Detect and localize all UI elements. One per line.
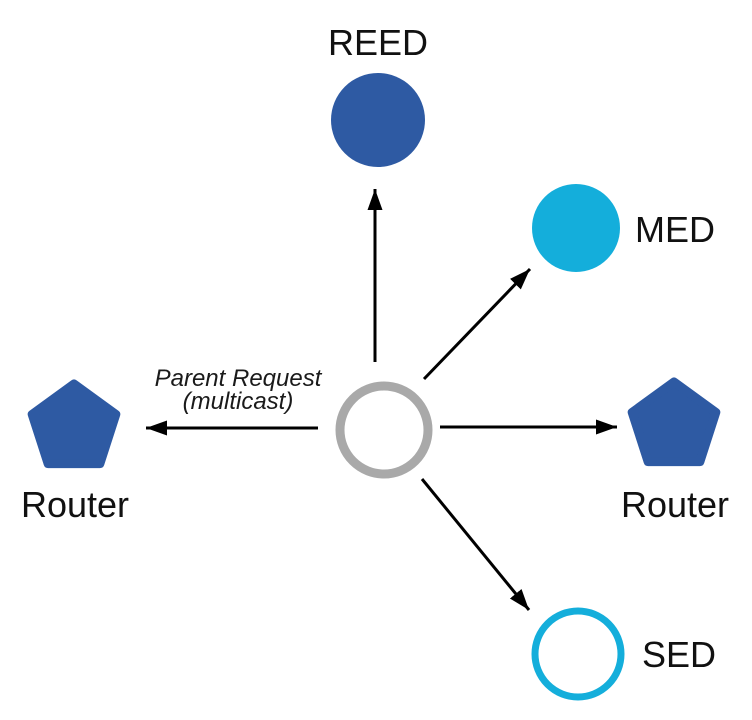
router-left-node [27,379,121,469]
router-left-label: Router [21,484,129,525]
reed-node [331,73,425,167]
parent-request-annotation-line2: (multicast) [183,388,294,415]
med-node [532,184,620,272]
sed-label: SED [642,634,716,675]
arrow-center-to-med [422,267,532,381]
med-label: MED [635,209,715,250]
parent-request-annotation-line1: Parent Request [155,365,323,392]
reed-label: REED [328,22,428,63]
arrow-center-to-sed [420,478,531,611]
router-right-label: Router [621,484,729,525]
sed-node [531,607,625,701]
center-node [335,381,433,479]
router-right-node [627,377,721,467]
